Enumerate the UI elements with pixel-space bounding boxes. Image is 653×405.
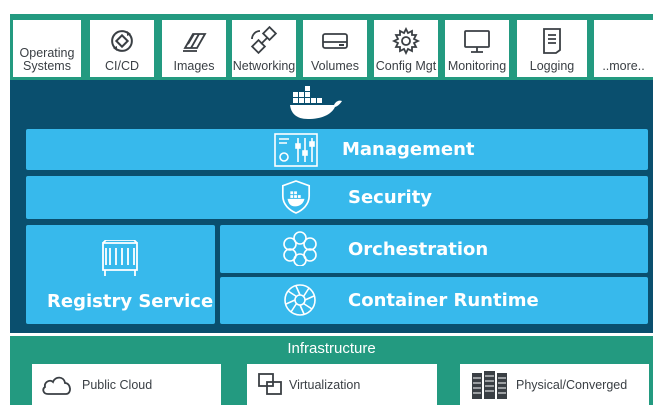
plugin-operating-systems: Operating Systems: [13, 20, 81, 77]
plugin-ci-cd: CI/CD: [90, 20, 154, 77]
plugin-label: CI/CD: [104, 59, 140, 73]
plugin-label: ..more..: [602, 59, 645, 73]
plugin-volumes: Volumes: [303, 20, 367, 77]
plugin-monitoring: Monitoring: [445, 20, 509, 77]
plugin-label: Networking: [232, 59, 296, 73]
management-label: Management: [342, 139, 475, 160]
volume-disk-icon: [322, 33, 348, 49]
docker-whale-icon: [290, 86, 342, 119]
security-shield-icon: [281, 180, 311, 214]
plugin-more: ..more..: [594, 20, 653, 77]
plugin-networking: Networking: [232, 20, 296, 77]
plugin-label: Volumes: [311, 59, 359, 73]
server-rack-icon: [472, 370, 507, 399]
plugin-label: Operating Systems: [19, 46, 75, 73]
security-layer: Security: [26, 176, 648, 219]
orchestration-label: Orchestration: [348, 239, 489, 260]
management-layer: Management: [26, 129, 648, 170]
registry-crate-icon: [102, 240, 138, 276]
plugin-strip: Operating Systems CI/CD Images: [10, 14, 653, 80]
infrastructure-title: Infrastructure: [287, 340, 376, 357]
security-label: Security: [348, 187, 433, 208]
cloud-icon: [42, 376, 71, 395]
infra-label: Public Cloud: [82, 377, 153, 392]
container-runtime-layer: Container Runtime: [220, 277, 648, 324]
infra-label: Physical/Converged: [516, 377, 628, 392]
container-runtime-label: Container Runtime: [348, 290, 539, 311]
plugin-label: Images: [173, 59, 215, 73]
plugin-images: Images: [162, 20, 226, 77]
gear-icon: [391, 26, 421, 56]
virtualization-squares-icon: [258, 372, 282, 395]
orchestration-layer: Orchestration: [220, 225, 648, 273]
plugin-label: Logging: [529, 59, 575, 73]
management-panel-icon: [274, 133, 318, 167]
images-stack-icon: [183, 33, 207, 52]
infra-physical-converged: Physical/Converged: [460, 364, 649, 405]
infra-virtualization: Virtualization: [247, 364, 437, 405]
plugin-label: Config Mgt: [375, 59, 437, 73]
registry-service-layer: Registry Service: [26, 225, 215, 324]
docker-engine: Management Security Registry Service: [10, 80, 653, 333]
document-log-icon: [543, 28, 561, 54]
infra-label: Virtualization: [289, 377, 361, 392]
container-runtime-aperture-icon: [284, 284, 316, 316]
orchestration-hex-cluster-icon: [283, 231, 317, 266]
registry-service-label: Registry Service: [47, 291, 214, 312]
infrastructure-band: Infrastructure Public Cloud Virtualizati…: [10, 336, 653, 405]
plugin-config-mgt: Config Mgt: [374, 20, 438, 77]
ci-cd-cycle-icon: [111, 30, 133, 52]
infra-public-cloud: Public Cloud: [32, 364, 221, 405]
plugin-logging: Logging: [517, 20, 587, 77]
monitor-icon: [464, 30, 490, 53]
plugin-label: Monitoring: [447, 59, 507, 73]
networking-satellite-icon: [250, 26, 278, 55]
